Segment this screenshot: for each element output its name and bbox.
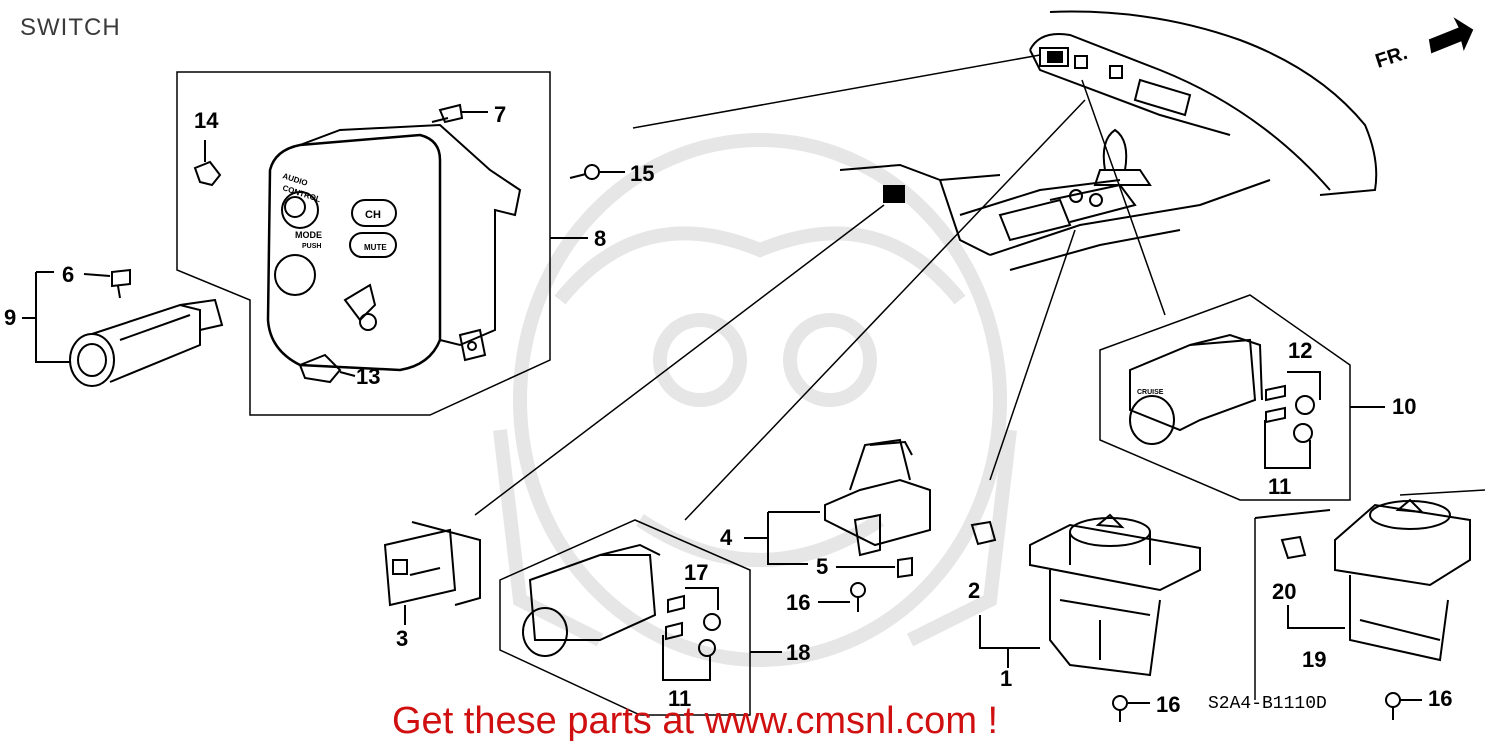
callout-11-right: 11 — [1268, 474, 1291, 499]
bulb-part-5 — [836, 556, 913, 579]
front-label: FR. — [1373, 42, 1410, 73]
callout-5: 5 — [816, 554, 828, 579]
switch-panel-18 — [499, 519, 782, 716]
callout-13: 13 — [356, 364, 380, 389]
dashboard-overview — [839, 10, 1378, 271]
callout-16-center: 16 — [786, 590, 810, 615]
callout-4: 4 — [720, 525, 733, 550]
bulb-part-20 — [1280, 535, 1307, 560]
screw-part-16-center — [818, 582, 866, 612]
callout-8: 8 — [594, 226, 606, 251]
callout-1: 1 — [1000, 666, 1012, 691]
drawing-code: S2A4-B1110D — [1208, 694, 1327, 714]
screw-part-16-right — [1112, 695, 1150, 722]
callout-9: 9 — [4, 305, 16, 330]
callout-2: 2 — [968, 578, 980, 603]
label-ch: CH — [365, 209, 381, 221]
callout-15: 15 — [630, 161, 654, 186]
bulb-part-6 — [83, 268, 131, 299]
callout-12: 12 — [1288, 338, 1312, 363]
audio-control-panel — [176, 71, 551, 416]
label-mode: MODE — [295, 230, 322, 240]
watermark — [493, 133, 1017, 667]
callout-14: 14 — [194, 108, 219, 133]
front-arrow-icon — [1428, 17, 1474, 54]
lighter-part-9 — [69, 298, 224, 387]
hazard-switch-part-1 — [1029, 513, 1201, 677]
callout-6: 6 — [62, 262, 74, 287]
leader-lines — [474, 54, 1166, 521]
page-title: SWITCH — [20, 14, 121, 41]
callout-16-right: 16 — [1156, 692, 1180, 717]
callout-20: 20 — [1272, 579, 1296, 604]
switch-part-3 — [383, 521, 481, 625]
promo-link[interactable]: Get these parts at www.cmsnl.com ! — [392, 700, 999, 742]
clip-part-14 — [193, 140, 222, 187]
label-cruise: CRUISE — [1137, 389, 1164, 396]
callout-19: 19 — [1302, 647, 1326, 672]
callout-numbers: 1 2 3 4 5 6 7 8 9 10 11 11 12 13 14 15 1… — [4, 102, 1452, 717]
callout-11-center: 11 — [668, 686, 691, 711]
callout-10: 10 — [1392, 394, 1416, 419]
screw-part-15 — [569, 164, 625, 180]
callout-16-far-right: 16 — [1428, 686, 1452, 711]
hazard-switch-part-19 — [1254, 489, 1486, 700]
panel-labels: AUDIO CONTROL MODE PUSH CH MUTE CRUISE — [281, 171, 1163, 396]
clip-part-13 — [298, 353, 356, 384]
screw-part-7 — [431, 103, 488, 124]
callout-3: 3 — [396, 626, 408, 651]
screw-part-16-far-right — [1385, 692, 1422, 720]
label-mute: MUTE — [364, 243, 387, 252]
callout-7: 7 — [494, 102, 506, 127]
label-push: PUSH — [302, 243, 321, 250]
bulb-part-2 — [970, 520, 997, 546]
callout-17: 17 — [684, 560, 708, 585]
switch-part-4 — [744, 438, 931, 565]
callout-18: 18 — [786, 640, 810, 665]
cruise-switch-panel — [1099, 294, 1385, 501]
